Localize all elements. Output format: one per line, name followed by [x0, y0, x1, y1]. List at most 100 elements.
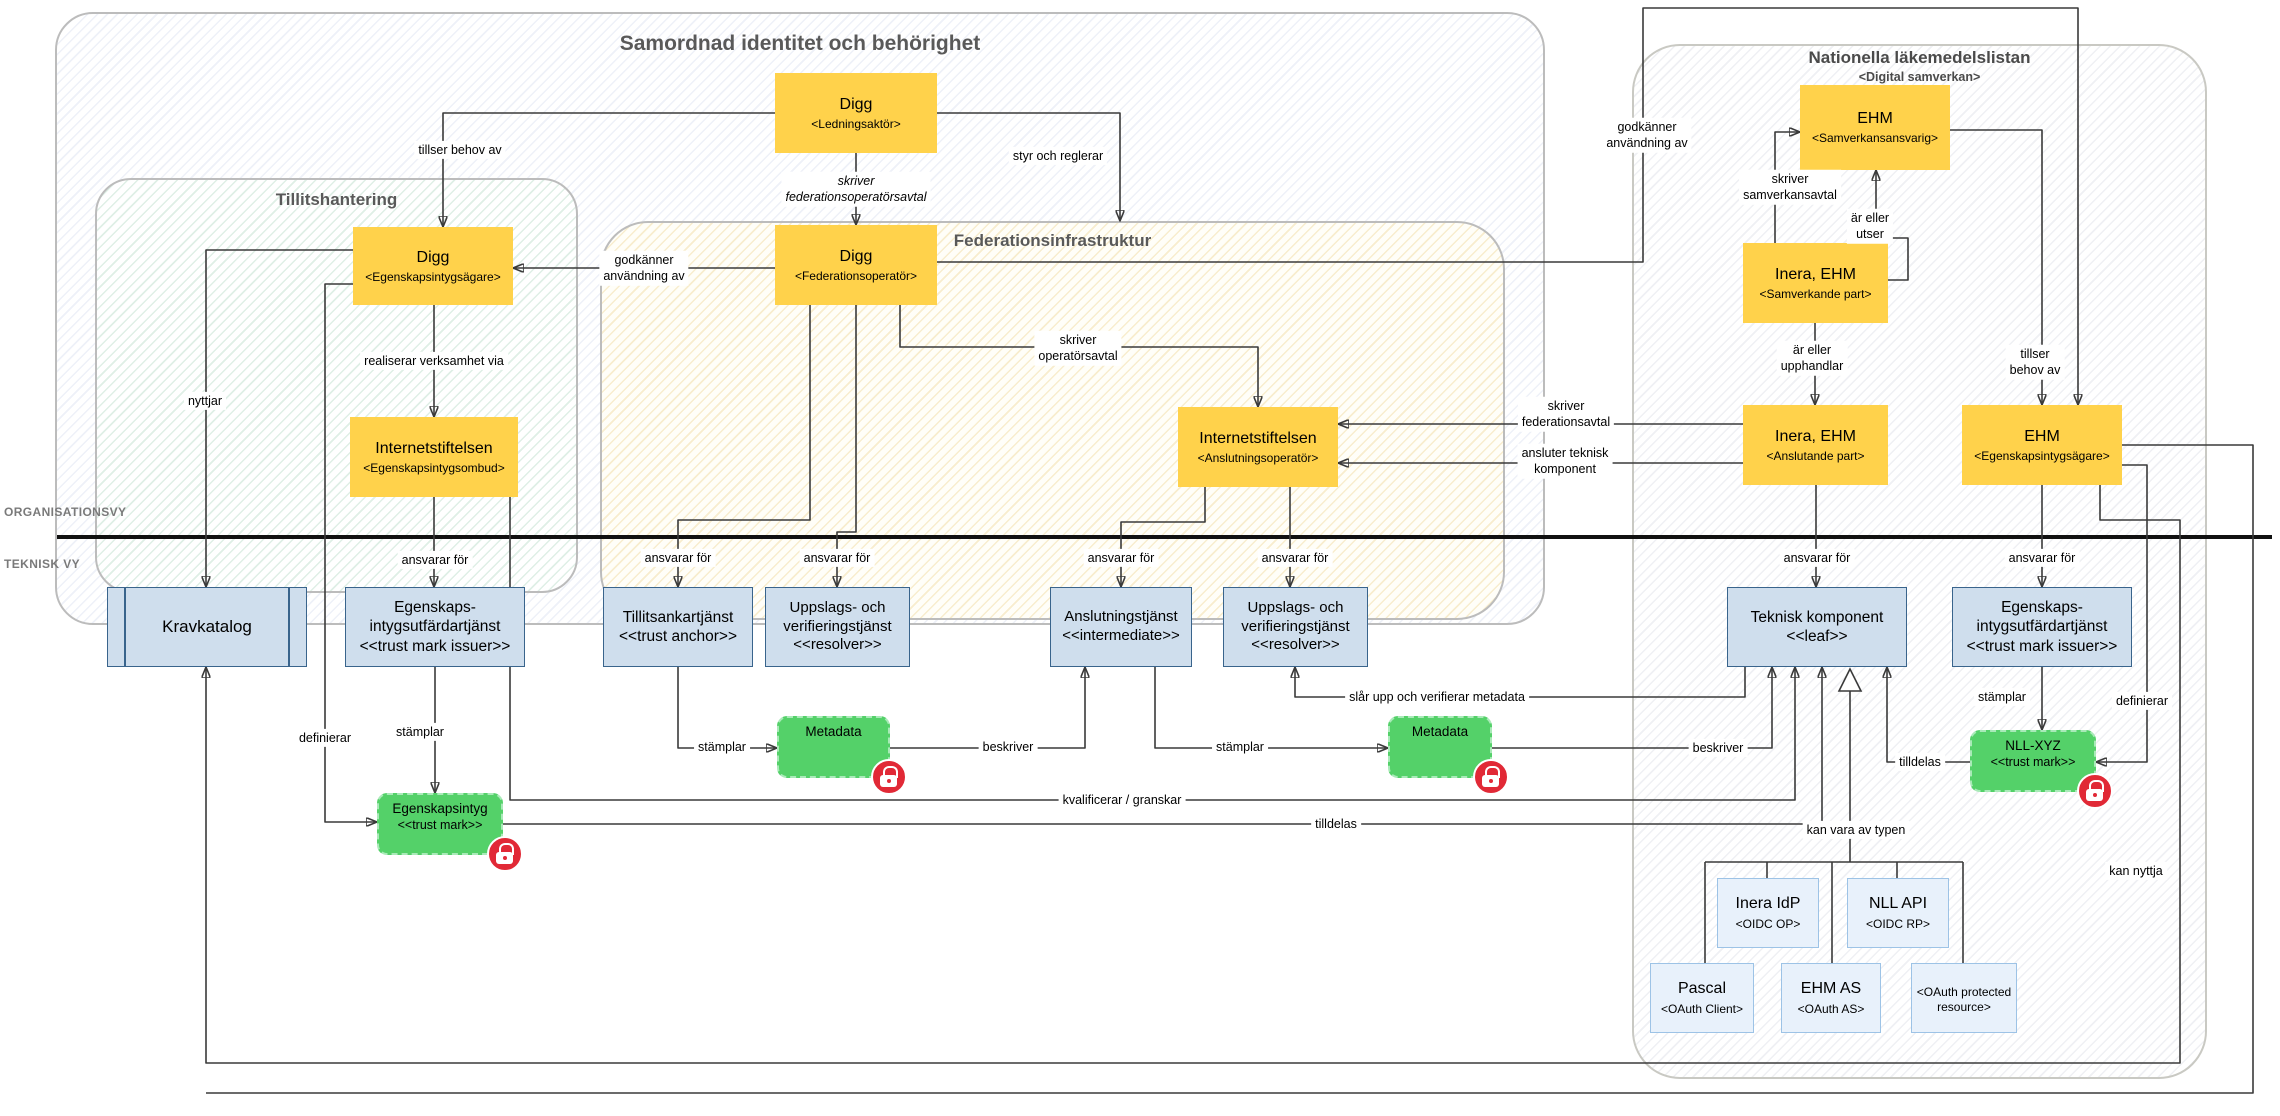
box-name: Kravkatalog — [162, 617, 252, 637]
view-label-teknisk: TEKNISK VY — [4, 557, 81, 571]
box-stereotype: <<trust mark issuer>> — [1966, 637, 2118, 655]
box-internetstiftelsen-anslutningsoperator: Internetstiftelsen <Anslutningsoperatör> — [1178, 407, 1338, 487]
box-name: Egenskaps- intygsutfärdartjänst — [369, 598, 501, 636]
edge-label-stamplar-3: stämplar — [1212, 737, 1268, 757]
box-digg-ledningsaktor: Digg <Ledningsaktör> — [775, 73, 937, 153]
box-name: Inera, EHM — [1775, 427, 1856, 445]
box-stereotype: <<trust mark>> — [397, 817, 483, 832]
box-name: Uppslags- och verifieringstjänst — [1241, 598, 1350, 635]
edge-definierar-2 — [2096, 464, 2148, 762]
component-side-line — [124, 588, 126, 666]
box-oauth-protected-resource: <OAuth protected resource> — [1911, 963, 2017, 1033]
box-metadata-2: Metadata — [1388, 716, 1492, 778]
box-name: NLL-XYZ — [2005, 738, 2061, 753]
box-name: Digg — [416, 248, 450, 266]
box-role: <Anslutningsoperatör> — [1197, 450, 1319, 465]
box-name: EHM AS — [1800, 980, 1862, 997]
box-kravkatalog: Kravkatalog — [107, 587, 307, 667]
edge-label-definierar-2: definierar — [2111, 691, 2173, 711]
box-stereotype: <<leaf>> — [1786, 628, 1848, 645]
edge-label-godkanner-1: godkänner användning av — [599, 250, 689, 286]
box-stereotype: <<intermediate>> — [1062, 627, 1180, 644]
box-stereotype: <<resolver>> — [1251, 636, 1340, 654]
edge-label-beskriver-1: beskriver — [978, 737, 1038, 757]
box-role: <Samverkansansvarig> — [1811, 131, 1939, 145]
heading-nll-sub: <Digital samverkan> — [1858, 70, 1981, 84]
box-name: Tillitsankartjänst — [622, 608, 734, 626]
heading-federationsinfrastruktur: Federationsinfrastruktur — [953, 231, 1152, 250]
edge-label-stamplar-2: stämplar — [694, 737, 750, 757]
box-egenskapsintyg-trust-mark: Egenskapsintyg <<trust mark>> — [377, 793, 503, 855]
box-metadata-1: Metadata — [777, 716, 890, 778]
lock-icon — [871, 759, 907, 795]
edge-beskriver-1 — [890, 667, 1085, 749]
edge-generalization-tree — [1704, 691, 1964, 963]
edge-label-kan-vara: kan vara av typen — [1802, 820, 1910, 840]
box-uppslagstjanst-2: Uppslags- och verifieringstjänst <<resol… — [1223, 587, 1368, 667]
edge-definierar-1 — [324, 283, 377, 822]
view-label-organisation: ORGANISATIONSVY — [4, 505, 127, 519]
edge-tillser-behov-av-1 — [443, 112, 775, 227]
edge-label-tillser-1: tillser behov av — [414, 140, 506, 160]
box-name: Metadata — [1411, 724, 1469, 739]
edge-kan-nyttja-return — [206, 444, 2254, 1094]
box-role: <Egenskapsintygsägare> — [1974, 448, 2110, 463]
edge-label-beskriver-2: beskriver — [1688, 738, 1748, 758]
edge-label-ansvarar-3: ansvarar för — [799, 548, 875, 568]
edge-tilldelas-2 — [1887, 667, 1970, 763]
box-egenskapsintygsutfardartjanst-2: Egenskaps- intygsutfärdartjänst <<trust … — [1952, 587, 2132, 667]
edge-tillser-behov-av-2 — [1950, 129, 2042, 405]
box-name: Inera, EHM — [1775, 265, 1856, 283]
box-uppslagstjanst-1: Uppslags- och verifieringstjänst <<resol… — [765, 587, 910, 667]
heading-tillitshantering: Tillitshantering — [275, 190, 398, 209]
box-internetstiftelsen-ombud: Internetstiftelsen <Egenskapsintygsombud… — [350, 417, 518, 497]
box-name: EHM — [1857, 110, 1893, 127]
edge-label-ansvarar-5: ansvarar för — [1257, 548, 1333, 568]
box-teknisk-komponent: Teknisk komponent <<leaf>> — [1727, 587, 1907, 667]
box-role: <OAuth AS> — [1797, 1002, 1865, 1016]
edge-label-ansvarar-7: ansvarar för — [2004, 548, 2080, 568]
box-name: Teknisk komponent — [1750, 608, 1884, 626]
lock-icon — [1473, 759, 1509, 795]
edge-label-definierar-1: definierar — [294, 728, 356, 748]
edge-label-ansvarar-6: ansvarar för — [1779, 548, 1855, 568]
edge-label-ansvarar-2: ansvarar för — [640, 548, 716, 568]
box-stereotype: <<trust mark issuer>> — [359, 637, 511, 655]
box-inera-idp: Inera IdP <OIDC OP> — [1717, 878, 1819, 948]
box-stereotype: <<resolver>> — [793, 636, 882, 654]
box-role: <OIDC RP> — [1865, 917, 1931, 931]
box-inera-ehm-anslutande: Inera, EHM <Anslutande part> — [1743, 405, 1888, 485]
heading-nll: Nationella läkemedelslistan — [1808, 48, 2031, 67]
edge-stamplar-2 — [677, 667, 777, 748]
box-pascal: Pascal <OAuth Client> — [1650, 963, 1754, 1033]
edge-kan-nyttja — [206, 485, 2181, 1064]
component-side-line — [288, 588, 290, 666]
view-divider-line — [57, 535, 2272, 539]
box-egenskapsintygsutfardartjanst-1: Egenskaps- intygsutfärdartjänst <<trust … — [345, 587, 525, 667]
box-digg-federationsoperator: Digg <Federationsoperatör> — [775, 225, 937, 305]
edge-label-skriver-op: skriver operatörsavtal — [1034, 330, 1122, 366]
box-name: Egenskaps- intygsutfärdartjänst — [1976, 598, 2108, 636]
edge-label-nyttjar: nyttjar — [183, 391, 227, 411]
edge-label-ar-upphandlar: är eller upphandlar — [1776, 340, 1848, 376]
box-role: <Egenskapsintygsägare> — [365, 269, 501, 284]
box-stereotype: <<trust mark>> — [1990, 754, 2076, 769]
edge-label-styr: styr och reglerar — [1008, 146, 1108, 166]
box-ehm-egenskapsintygsagare: EHM <Egenskapsintygsägare> — [1962, 405, 2122, 485]
lock-icon — [487, 836, 523, 872]
box-nll-xyz-trust-mark: NLL-XYZ <<trust mark>> — [1970, 730, 2096, 792]
container-federationsinfrastruktur — [600, 221, 1505, 620]
edge-beskriver-2 — [1492, 667, 1772, 749]
edge-ansvarar-3 — [837, 305, 857, 587]
edge-label-ansluter: ansluter teknisk komponent — [1517, 443, 1613, 479]
box-name: NLL API — [1868, 895, 1928, 912]
edge-label-kvalificerar: kvalificerar / granskar — [1058, 790, 1186, 810]
box-name: Metadata — [805, 724, 862, 739]
box-nll-api: NLL API <OIDC RP> — [1847, 878, 1949, 948]
edge-label-tillser-2: tillser behov av — [2005, 344, 2065, 380]
box-inera-ehm-samverkande: Inera, EHM <Samverkande part> — [1743, 243, 1888, 323]
edge-label-skriver-fedavtal: skriver federationsavtal — [1517, 396, 1615, 432]
edge-ansvarar-2 — [678, 305, 811, 587]
edge-godkanner-anvandning-2 — [937, 7, 2078, 405]
edge-nyttjar — [206, 249, 353, 587]
